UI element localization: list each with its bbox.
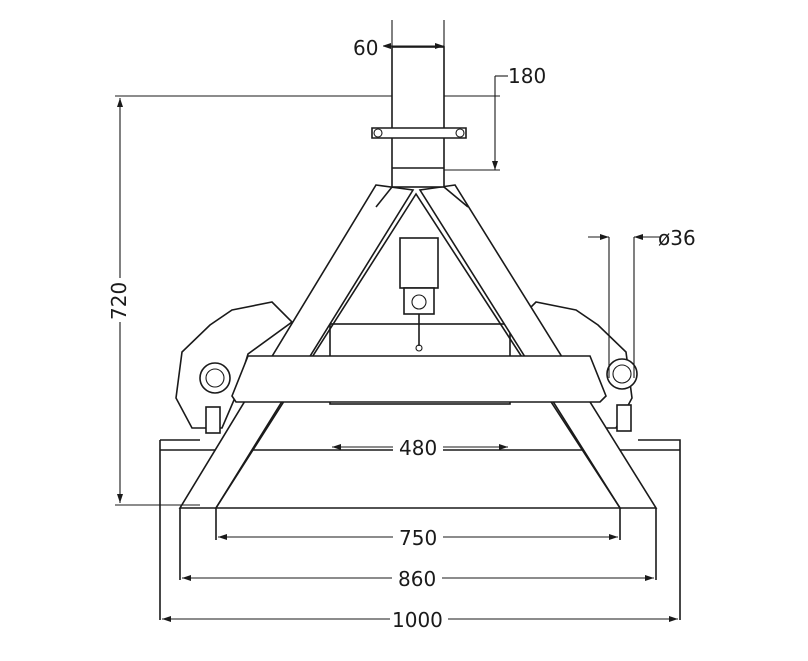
cross-beam [231, 355, 607, 403]
center-cylinder [399, 237, 439, 352]
dimension-labels: 60 180 720 ø36 480 750 860 1000 [107, 36, 696, 632]
dim-inner-span: 480 [399, 436, 437, 460]
dim-total-height: 720 [107, 282, 131, 320]
left-side-bracket [175, 301, 294, 434]
dim-top-width: 60 [353, 36, 378, 60]
dim-bottom-outer: 860 [398, 567, 436, 591]
dim-pin-diameter: ø36 [658, 226, 696, 250]
dim-bottom-inner: 750 [399, 526, 437, 550]
top-mast [371, 46, 469, 208]
dim-top-height: 180 [508, 64, 546, 88]
a-frame [178, 184, 658, 580]
dim-overall-width: 1000 [392, 608, 443, 632]
dimension-lines [115, 20, 678, 622]
